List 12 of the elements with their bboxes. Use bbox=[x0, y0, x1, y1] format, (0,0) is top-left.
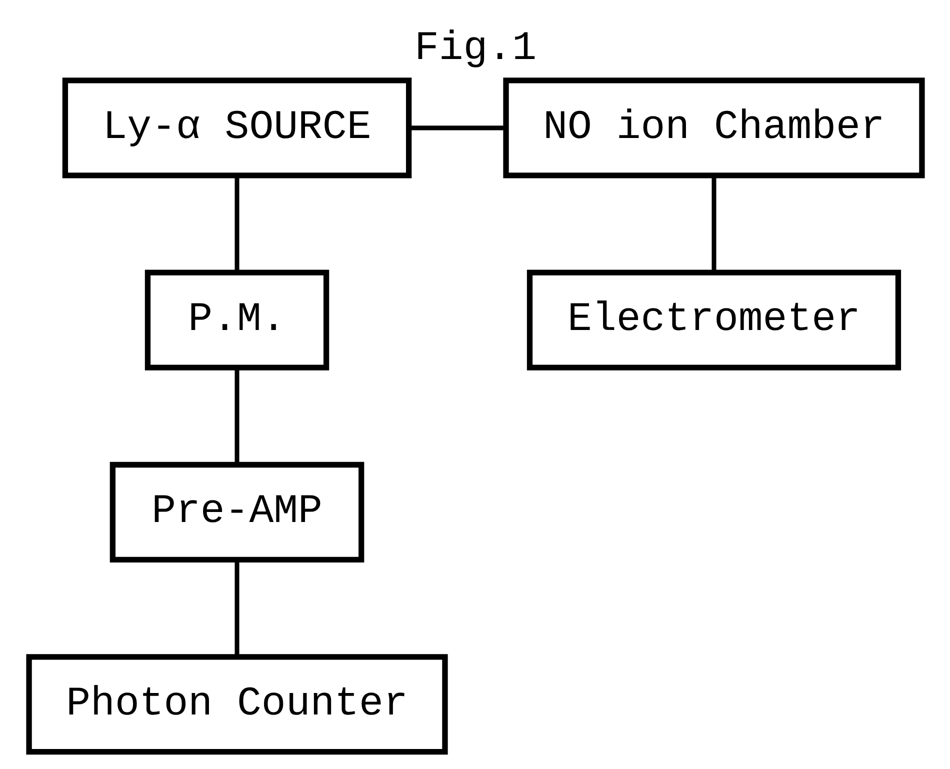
node-box: NO ion Chamber bbox=[502, 78, 924, 178]
connector bbox=[711, 175, 716, 272]
node-box: Pre-AMP bbox=[109, 462, 364, 563]
connector bbox=[408, 126, 505, 130]
connector bbox=[234, 368, 239, 465]
diagram-title: Fig.1 bbox=[414, 26, 536, 72]
node-box: Ly-α SOURCE bbox=[62, 78, 412, 178]
node-box: Electrometer bbox=[526, 270, 901, 370]
connector bbox=[234, 560, 239, 657]
connector bbox=[234, 175, 239, 272]
node-box: Photon Counter bbox=[26, 654, 448, 755]
node-box: P.M. bbox=[144, 270, 329, 370]
